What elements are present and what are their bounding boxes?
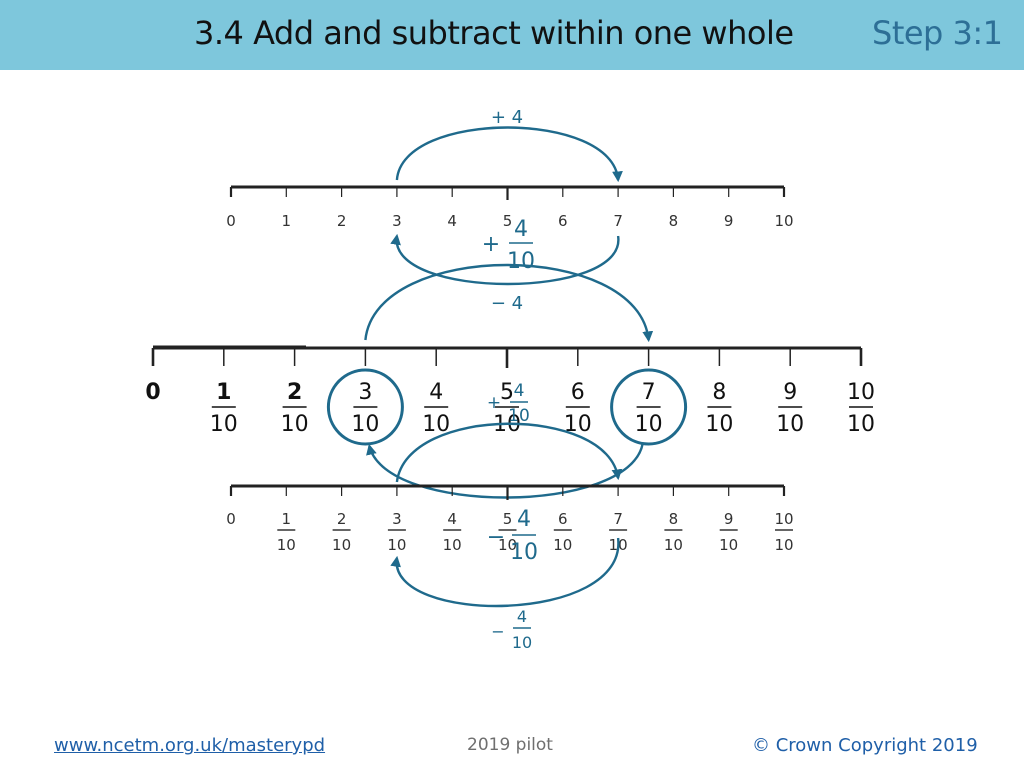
tick-label: 8 [669, 212, 679, 230]
jump-label-forward: + 4 [491, 107, 523, 128]
jump-label-backward: − 4 [491, 293, 523, 314]
jump-arrow-backward [390, 233, 620, 286]
page-title: 3.4 Add and subtract within one whole [194, 14, 794, 52]
jump-arrow-below [390, 537, 620, 608]
tick-fraction-numerator: 5 [500, 380, 514, 405]
tick-fraction-numerator: 6 [558, 510, 568, 528]
tick-fraction-denominator: 10 [553, 536, 572, 554]
jump-label-above-denominator: 10 [510, 540, 538, 565]
tick-fraction-numerator: 6 [571, 380, 585, 405]
jump-label-forward-numerator: 4 [514, 217, 528, 242]
tick-fraction-numerator: 10 [774, 510, 793, 528]
tick-label-zero: 0 [226, 510, 236, 528]
tick-fraction-numerator: 4 [447, 510, 457, 528]
tick-fraction-denominator: 10 [705, 412, 733, 437]
jump-label-backward-numerator: 4 [514, 381, 525, 401]
tick-label: 5 [503, 212, 513, 230]
header-bar [0, 0, 1024, 70]
tick-fraction-denominator: 10 [664, 536, 683, 554]
jump-label-above-sign: − [487, 525, 505, 550]
tick-fraction-numerator: 9 [783, 380, 797, 405]
jump-label-backward-denominator: 10 [508, 406, 530, 426]
tick-label: 9 [724, 212, 734, 230]
tick-fraction-denominator: 10 [443, 536, 462, 554]
jump-label-below-denominator: 10 [512, 633, 532, 652]
tick-fraction-numerator: 3 [358, 380, 372, 405]
tick-fraction-numerator: 7 [613, 510, 623, 528]
tick-label: 7 [613, 212, 623, 230]
highlight-circle [326, 368, 404, 446]
footer-pilot-label: 2019 pilot [467, 735, 553, 755]
footer-link[interactable]: www.ncetm.org.uk/masterypd [54, 735, 326, 756]
tick-fraction-numerator: 4 [429, 380, 443, 405]
tick-label: 6 [558, 212, 568, 230]
tick-fraction-numerator: 8 [712, 380, 726, 405]
tick-fraction-denominator: 10 [719, 536, 738, 554]
tick-fraction-numerator: 10 [847, 380, 875, 405]
jump-arrow-backward [366, 443, 644, 499]
tick-fraction-denominator: 10 [776, 412, 804, 437]
jump-label-forward-denominator: 10 [507, 249, 535, 274]
tick-fraction-denominator: 10 [774, 536, 793, 554]
tick-label: 2 [337, 212, 347, 230]
tick-fraction-numerator: 9 [724, 510, 734, 528]
tick-fraction-numerator: 5 [503, 510, 513, 528]
jump-arrow-forward [395, 126, 623, 183]
tick-fraction-numerator: 7 [642, 380, 656, 405]
tick-label: 1 [282, 212, 292, 230]
tick-fraction-numerator: 2 [287, 380, 302, 405]
tick-label: 4 [447, 212, 457, 230]
tick-fraction-denominator: 10 [332, 536, 351, 554]
tick-fraction-numerator: 2 [337, 510, 347, 528]
tick-fraction-denominator: 10 [210, 412, 238, 437]
jump-arrow-forward [364, 263, 654, 343]
tick-fraction-numerator: 8 [669, 510, 679, 528]
tick-fraction-denominator: 10 [635, 412, 663, 437]
tick-label-zero: 0 [145, 380, 160, 405]
jump-label-forward-sign: + [482, 232, 500, 257]
jump-label-below-numerator: 4 [517, 607, 527, 626]
tick-fraction-denominator: 10 [281, 412, 309, 437]
tick-label: 3 [392, 212, 402, 230]
step-label: Step 3:1 [872, 14, 1003, 52]
tick-fraction-denominator: 10 [387, 536, 406, 554]
jump-arrow-above [395, 422, 623, 483]
tick-fraction-numerator: 1 [216, 380, 231, 405]
tick-fraction-numerator: 1 [282, 510, 292, 528]
footer-copyright: © Crown Copyright 2019 [752, 735, 978, 756]
tick-fraction-denominator: 10 [351, 412, 379, 437]
highlight-circle [610, 368, 688, 446]
tick-label: 0 [226, 212, 236, 230]
tick-label: 10 [774, 212, 793, 230]
tick-fraction-numerator: 3 [392, 510, 402, 528]
jump-label-backward-sign: + [487, 393, 501, 413]
jump-label-above-numerator: 4 [517, 507, 531, 532]
jump-label-below-sign: − [491, 622, 504, 641]
tick-fraction-denominator: 10 [277, 536, 296, 554]
tick-fraction-denominator: 10 [498, 536, 517, 554]
tick-fraction-denominator: 10 [847, 412, 875, 437]
